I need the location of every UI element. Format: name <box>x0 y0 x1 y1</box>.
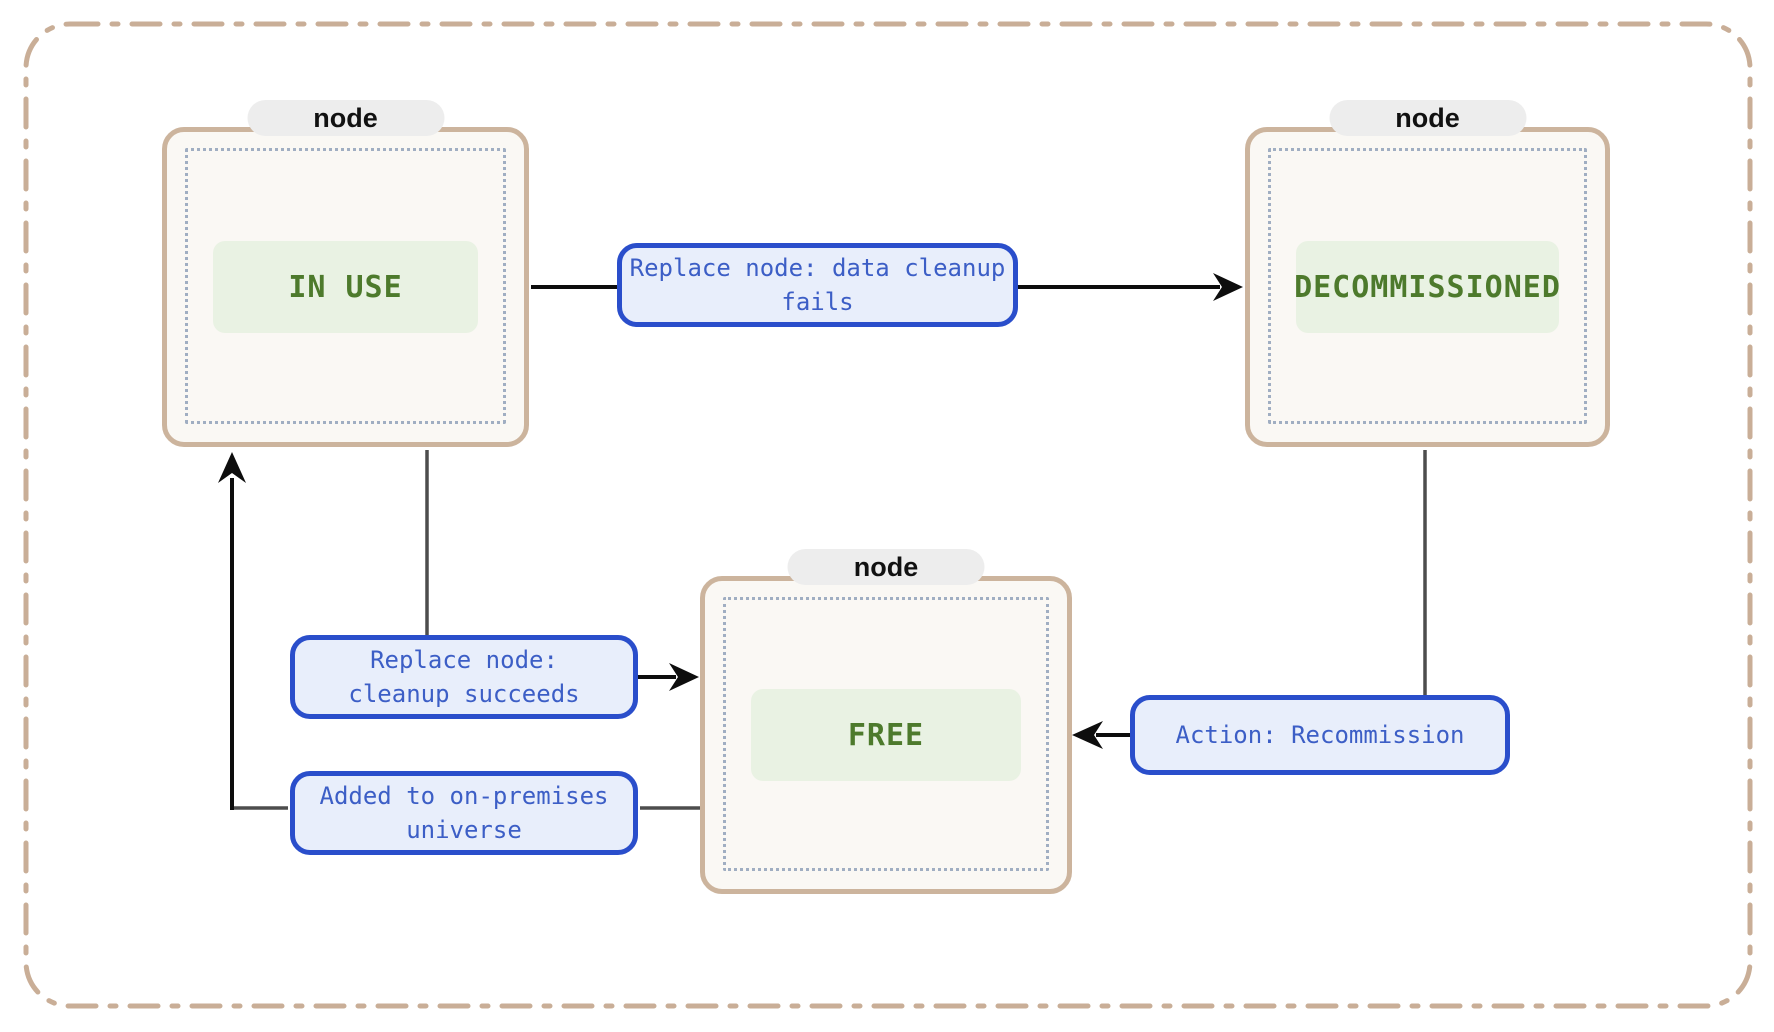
node-inner-dotted-region <box>185 148 506 424</box>
arrowhead-right-free <box>669 663 699 691</box>
edge-label-cleanup-succeeds: Replace node: cleanup succeeds <box>290 635 638 719</box>
edge-label-data-cleanup-fails: Replace node: data cleanup fails <box>617 243 1018 327</box>
state-node-in-use: node IN USE <box>162 100 529 447</box>
edge-label-action-recommission: Action: Recommission <box>1130 695 1510 775</box>
state-label-decommissioned: DECOMMISSIONED <box>1294 241 1560 333</box>
edge-label-added-to-universe: Added to on-premises universe <box>290 771 638 855</box>
canvas-dashed-border <box>23 21 1753 1009</box>
node-type-badge: node <box>787 549 985 585</box>
state-node-decommissioned: node DECOMMISSIONED <box>1245 100 1610 447</box>
node-type-badge: node <box>1329 100 1526 136</box>
state-label-in-use: IN USE <box>213 241 478 333</box>
node-inner-dotted-region <box>723 597 1049 871</box>
state-node-free: node FREE <box>700 549 1072 894</box>
node-inner-dotted-region <box>1268 148 1587 424</box>
arrowhead-up-inuse <box>218 452 246 483</box>
arrowhead-right-decommissioned <box>1213 273 1243 301</box>
node-type-badge: node <box>247 100 444 136</box>
arrowhead-left-free <box>1072 721 1103 749</box>
state-label-free: FREE <box>751 689 1021 781</box>
